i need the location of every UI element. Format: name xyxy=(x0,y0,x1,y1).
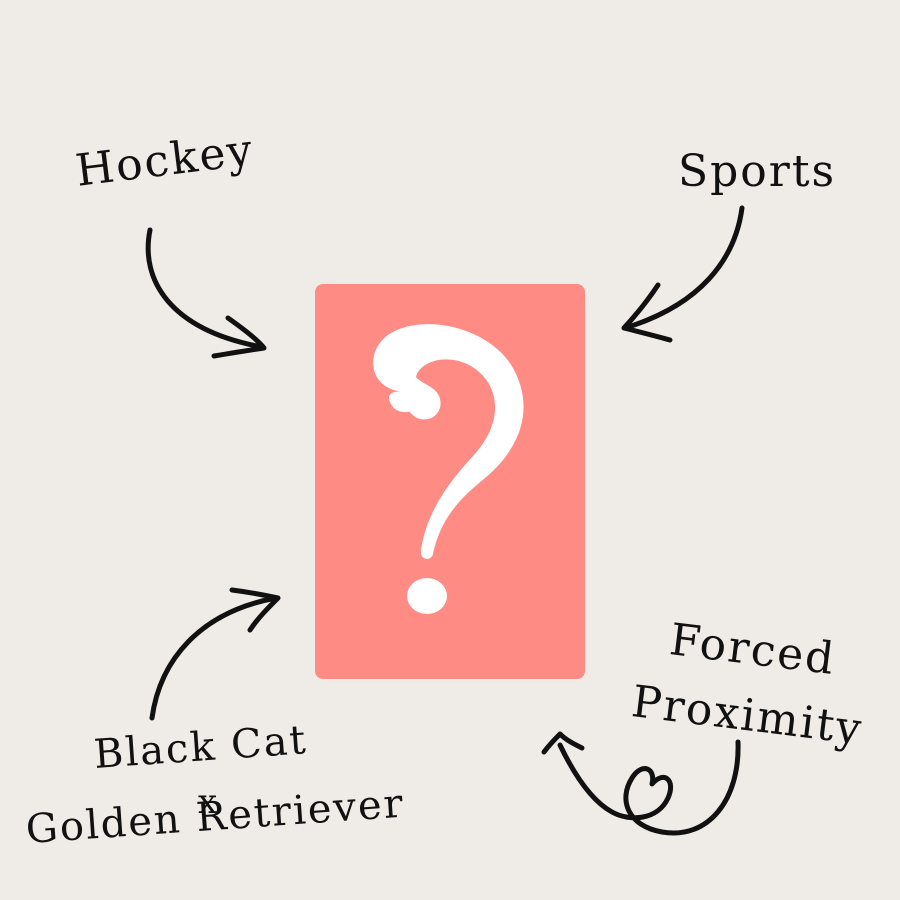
arrow-sports-icon xyxy=(621,205,745,343)
question-mark-icon xyxy=(315,284,585,679)
arrow-hockey-icon xyxy=(145,227,267,359)
arrow-forced-proximity-icon xyxy=(541,731,741,836)
label-x: x xyxy=(198,782,220,822)
label-sports: Sports xyxy=(678,146,837,197)
arrow-blackcat-icon xyxy=(149,587,281,721)
mystery-card xyxy=(315,284,585,679)
